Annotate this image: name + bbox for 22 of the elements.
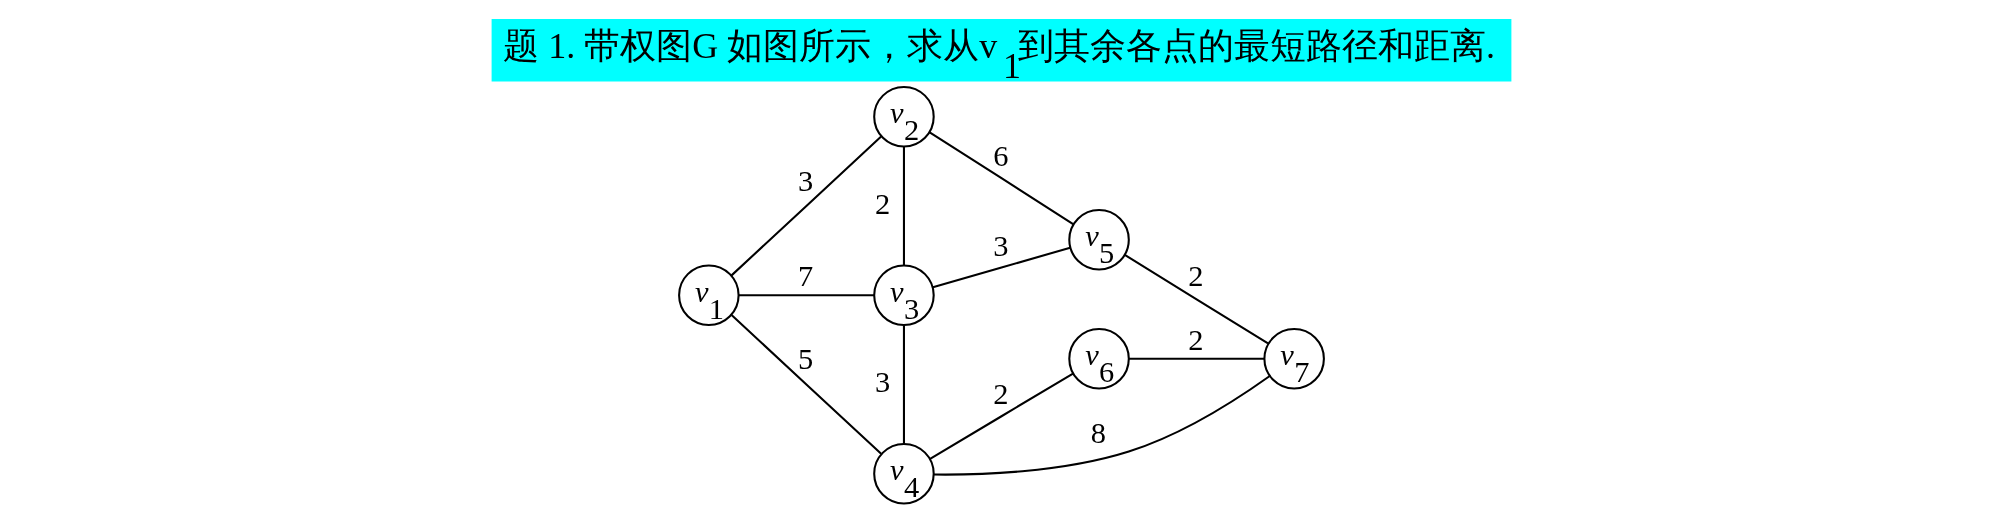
connector	[738, 294, 875, 297]
connector	[730, 135, 882, 277]
edge-label: 3	[993, 228, 1009, 263]
connector	[902, 325, 905, 444]
connector	[902, 146, 905, 266]
connector	[932, 246, 1071, 289]
connector	[929, 131, 1075, 226]
edge-label: 2	[993, 376, 1009, 411]
edge-label: 2	[1188, 322, 1204, 357]
edge-label: 6	[993, 138, 1009, 173]
connector	[730, 314, 882, 455]
connector	[929, 372, 1074, 460]
connector	[1124, 254, 1269, 345]
edge-label: 3	[798, 163, 814, 198]
connector	[1128, 357, 1265, 360]
connector	[933, 375, 1271, 476]
edge-label: 2	[874, 186, 891, 221]
edge-label: 2	[1188, 259, 1204, 294]
edge-label: 3	[874, 365, 891, 400]
edge-label: 7	[798, 259, 814, 294]
edge-label: 8	[1090, 415, 1106, 450]
edge-label: 5	[798, 342, 814, 377]
